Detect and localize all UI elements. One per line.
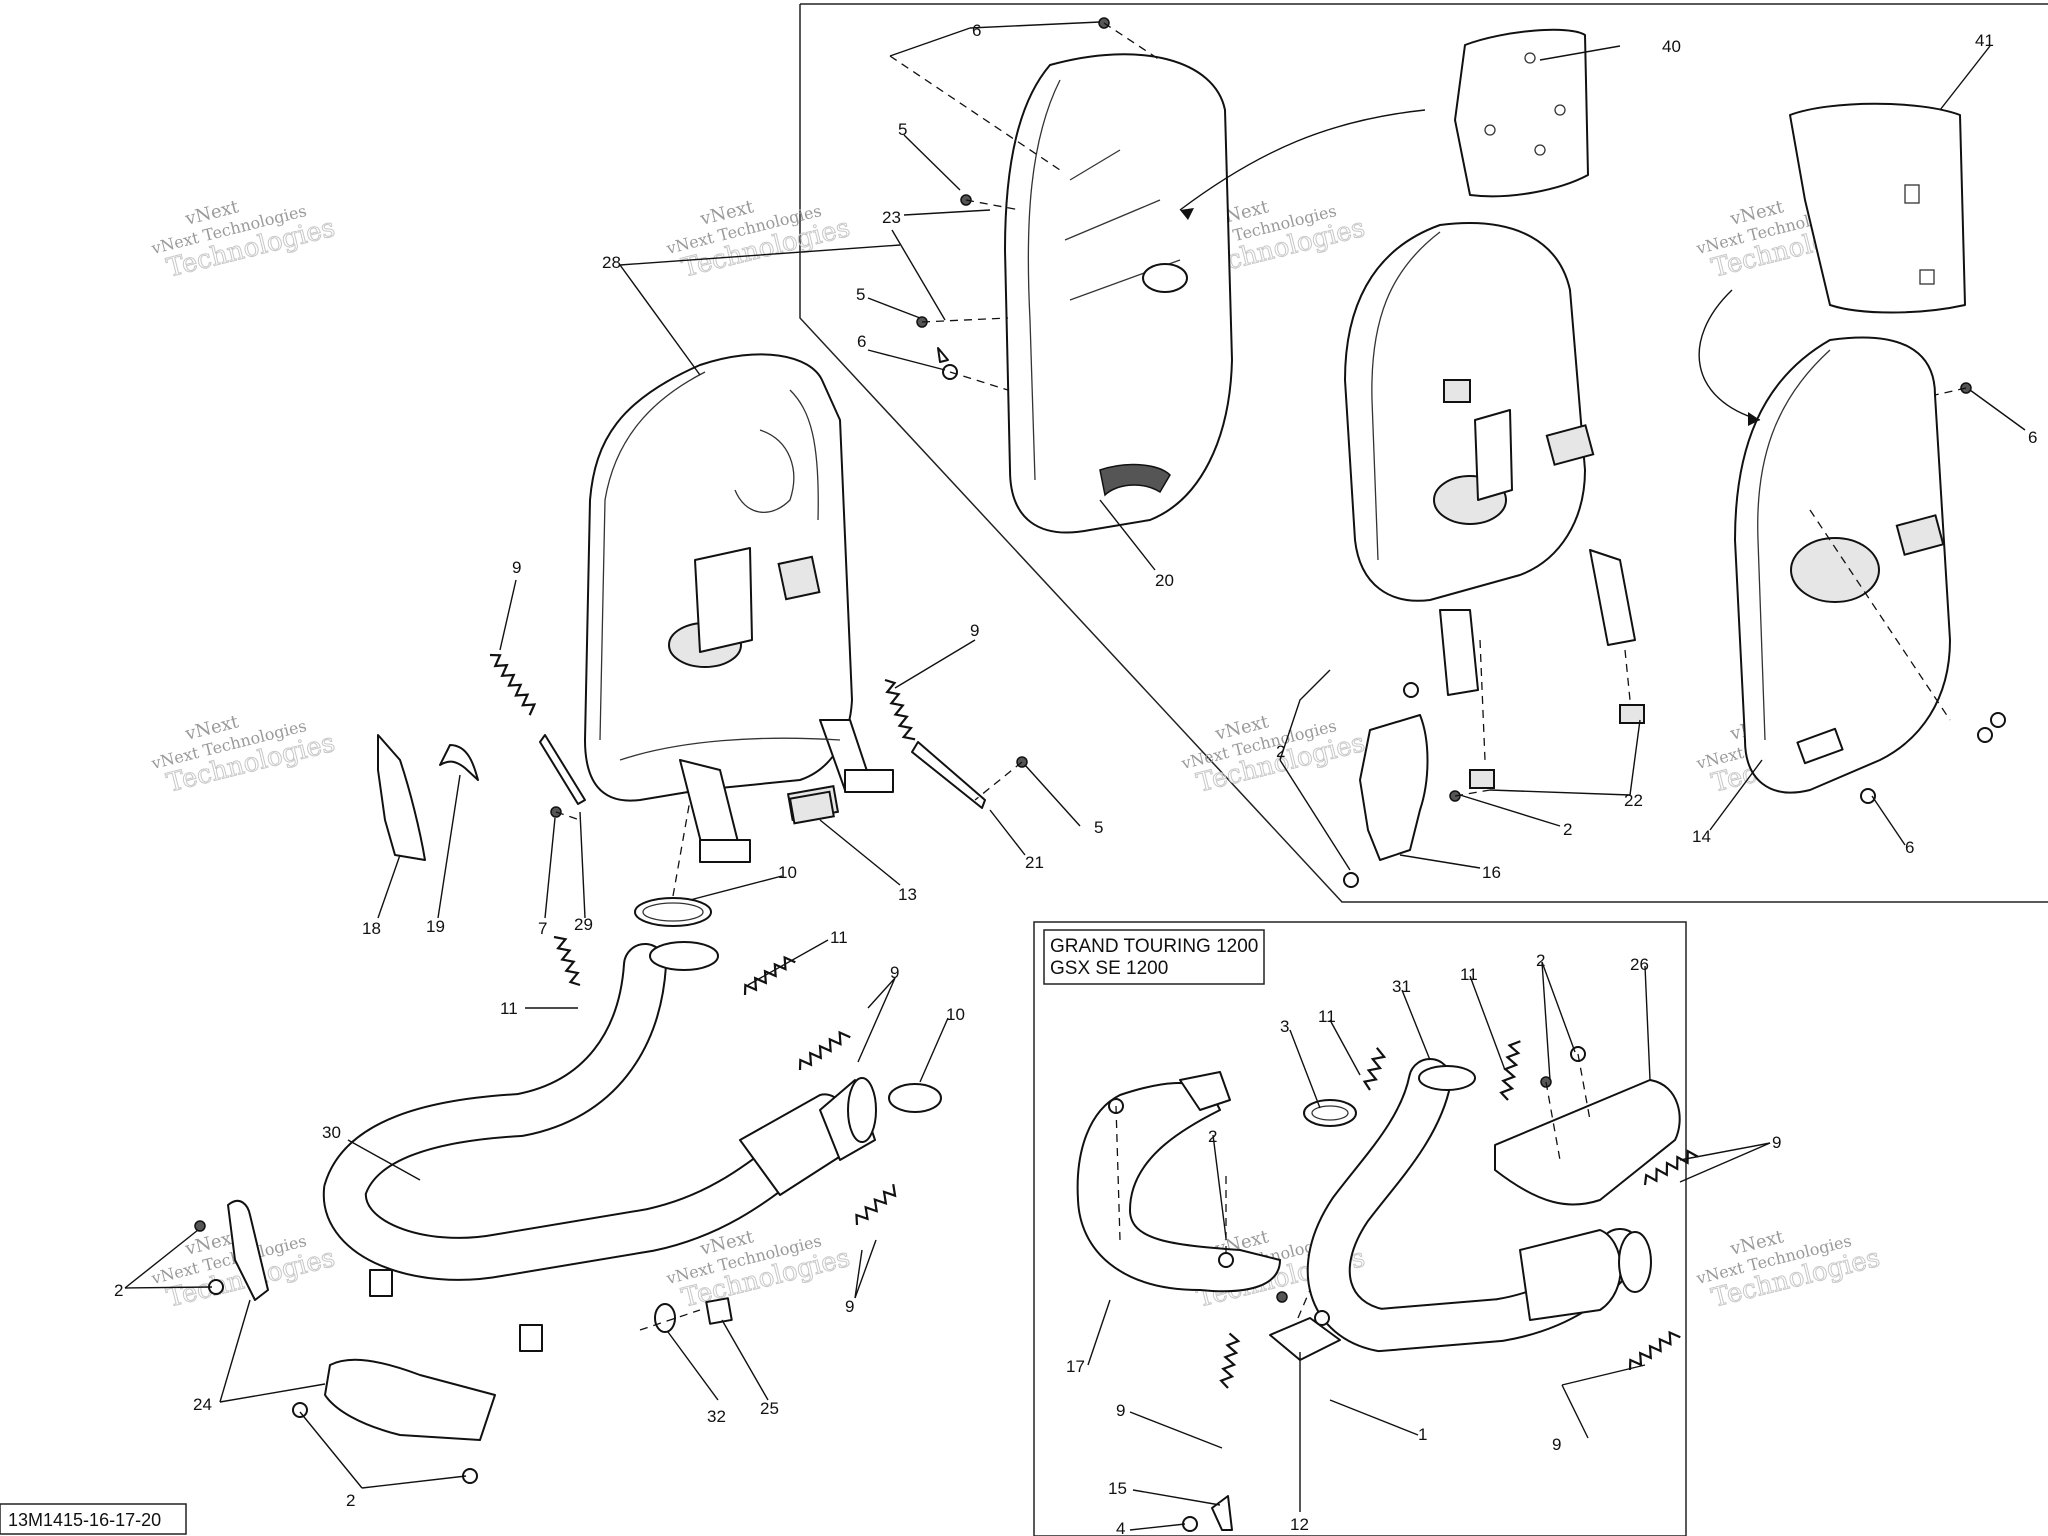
callout-9: 9	[970, 621, 979, 640]
callout-23: 23	[882, 208, 901, 227]
assembly-lines	[555, 22, 1967, 1331]
callout-4: 4	[1116, 1519, 1125, 1536]
callout-2: 2	[346, 1491, 355, 1510]
callout-9: 9	[890, 963, 899, 982]
bracket-22-icon	[1469, 704, 1645, 789]
exhaust-pipe-icon	[322, 941, 877, 1352]
callout-10: 10	[946, 1005, 965, 1024]
callout-28: 28	[602, 253, 621, 272]
bracket-13-icon	[788, 790, 835, 825]
callout-41: 41	[1975, 31, 1994, 50]
callout-6: 6	[2028, 428, 2037, 447]
callout-9: 9	[845, 1297, 854, 1316]
callout-18: 18	[362, 919, 381, 938]
callout-2: 2	[1563, 820, 1572, 839]
callout-24: 24	[193, 1395, 212, 1414]
callout-9: 9	[512, 558, 521, 577]
muffler-far-right-icon	[1734, 336, 1951, 794]
callout-2: 2	[1536, 951, 1545, 970]
shield-24-icon	[227, 1199, 269, 1301]
callout-2: 2	[114, 1281, 123, 1300]
inset-label-line2: GSX SE 1200	[1050, 958, 1168, 979]
exhaust-pipe-gt-icon	[1306, 1058, 1652, 1353]
plate-24-icon	[324, 1358, 496, 1441]
callout-5: 5	[856, 285, 865, 304]
callout-6: 6	[972, 21, 981, 40]
leader-lines	[124, 21, 2026, 1531]
callout-2: 2	[1276, 742, 1285, 761]
callout-6: 6	[857, 332, 866, 351]
bushing-32-icon	[654, 1303, 676, 1333]
callout-17: 17	[1066, 1357, 1085, 1376]
clamp-icon	[1303, 1099, 1357, 1127]
callout-25: 25	[760, 1399, 779, 1418]
ring-10b-icon	[888, 1083, 942, 1113]
callout-11: 11	[1460, 965, 1478, 984]
callout-labels: 6 40 41 5 23 5 6 28 20 6 9 9 2 2 22 16 1…	[114, 21, 2037, 1536]
muffler-right-icon	[1344, 222, 1636, 696]
inset-label-line1: GRAND TOURING 1200	[1050, 936, 1258, 957]
shield-18-icon	[377, 734, 426, 861]
callout-29: 29	[574, 915, 593, 934]
callout-7: 7	[538, 919, 547, 938]
callout-11: 11	[1318, 1007, 1336, 1026]
upper-inset-frame	[799, 3, 2048, 903]
callout-19: 19	[426, 917, 445, 936]
heat-shield-26-icon	[1494, 1079, 1681, 1206]
callout-2: 2	[1208, 1127, 1217, 1146]
callout-9: 9	[1772, 1133, 1781, 1152]
callout-13: 13	[898, 885, 917, 904]
rod-icon	[539, 347, 1233, 1531]
ring-10-icon	[634, 897, 712, 927]
callout-9: 9	[1116, 1401, 1125, 1420]
shield-19-icon	[439, 744, 479, 781]
callout-5: 5	[1094, 818, 1103, 837]
callout-5: 5	[898, 120, 907, 139]
callout-9: 9	[1552, 1435, 1561, 1454]
callout-30: 30	[322, 1123, 341, 1142]
callout-11: 11	[830, 928, 848, 947]
callout-10: 10	[778, 863, 797, 882]
gasket-icon	[1454, 28, 1589, 198]
callout-16: 16	[1482, 863, 1501, 882]
lower-inset-frame	[1033, 921, 1687, 1536]
callout-3: 3	[1280, 1017, 1289, 1036]
callout-14: 14	[1692, 827, 1711, 846]
muffler-cover-icon	[1004, 53, 1233, 534]
callout-40: 40	[1662, 37, 1681, 56]
gasket-alt-icon	[1789, 102, 1966, 314]
callout-15: 15	[1108, 1479, 1127, 1498]
shield-16-icon	[1359, 714, 1429, 861]
bracket-25-icon	[705, 1297, 733, 1325]
callout-32: 32	[707, 1407, 726, 1426]
callout-12: 12	[1290, 1515, 1309, 1534]
callout-11: 11	[500, 999, 518, 1018]
callout-22: 22	[1624, 791, 1643, 810]
callout-31: 31	[1392, 977, 1411, 996]
muffler-icon	[584, 353, 894, 863]
bracket-12-icon	[1269, 1317, 1341, 1361]
callout-1: 1	[1418, 1425, 1427, 1444]
heat-shield-icon	[1076, 1071, 1281, 1293]
drawing-code: 13M1415-16-17-20	[8, 1510, 161, 1530]
callout-26: 26	[1630, 955, 1649, 974]
callout-20: 20	[1155, 571, 1174, 590]
callout-21: 21	[1025, 853, 1044, 872]
callout-6: 6	[1905, 838, 1914, 857]
